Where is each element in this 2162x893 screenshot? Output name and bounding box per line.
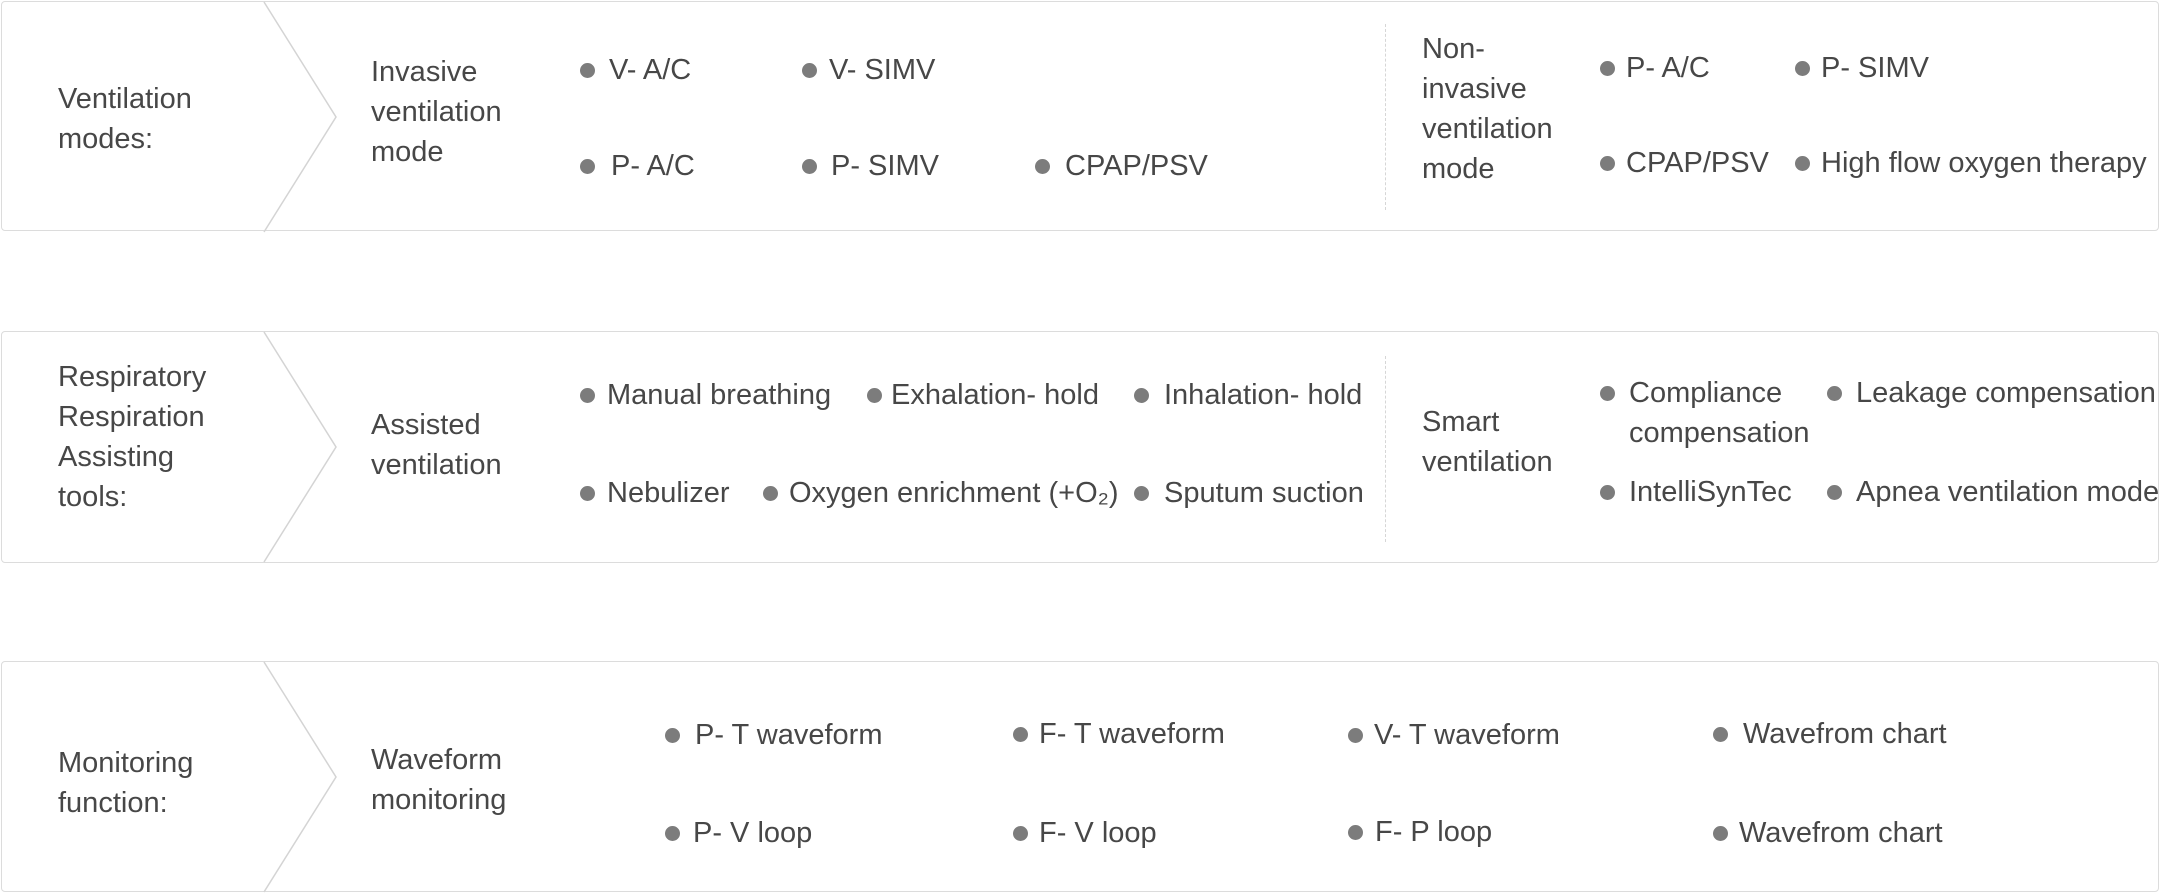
assisting-tools-panel: Respiratory Respiration Assisting tools:… — [1, 331, 2159, 563]
bullet-icon — [1795, 156, 1810, 171]
dashed-divider — [1385, 24, 1386, 210]
bullet-icon — [580, 63, 595, 78]
bullet-icon — [1134, 486, 1149, 501]
bullet-icon — [867, 388, 882, 403]
bullet-icon — [1713, 826, 1728, 841]
bullet-icon — [802, 159, 817, 174]
chevron-divider-icon — [263, 661, 337, 893]
bullet-icon — [1600, 156, 1615, 171]
bullet-icon — [1035, 159, 1050, 174]
bullet-icon — [580, 388, 595, 403]
bullet-icon — [665, 826, 680, 841]
group-label-assisted: Assisted ventilation — [371, 409, 502, 481]
bullet-icon — [1134, 388, 1149, 403]
group-label-smart: Smart ventilation — [1422, 406, 1553, 478]
group-label-waveform: Waveform monitoring — [371, 744, 507, 816]
bullet-icon — [1348, 825, 1363, 840]
bullet-icon — [1600, 485, 1615, 500]
chevron-divider-icon — [263, 331, 337, 563]
bullet-icon — [1348, 728, 1363, 743]
bullet-icon — [1600, 386, 1615, 401]
group-label-non-invasive: Non- invasive ventilation mode — [1422, 33, 1553, 185]
bullet-icon — [802, 63, 817, 78]
bullet-icon — [1013, 826, 1028, 841]
bullet-icon — [1600, 61, 1615, 76]
bullet-icon — [1795, 61, 1810, 76]
bullet-icon — [580, 159, 595, 174]
category-label: Respiratory Respiration Assisting tools: — [58, 361, 207, 513]
bullet-icon — [1013, 727, 1028, 742]
bullet-icon — [665, 728, 680, 743]
bullet-icon — [1827, 386, 1842, 401]
bullet-icon — [580, 486, 595, 501]
dashed-divider — [1385, 356, 1386, 542]
bullet-icon — [763, 486, 778, 501]
category-label: Ventilation modes: — [58, 83, 192, 155]
bullet-icon — [1827, 485, 1842, 500]
monitoring-function-panel: Monitoring function: Waveform monitoring… — [1, 661, 2159, 893]
category-label: Monitoring function: — [58, 747, 194, 819]
bullet-icon — [1713, 727, 1728, 742]
chevron-divider-icon — [263, 1, 337, 233]
group-label-invasive: Invasive ventilation mode — [371, 56, 502, 168]
ventilation-modes-panel: Ventilation modes: Invasive ventilation … — [1, 1, 2159, 233]
